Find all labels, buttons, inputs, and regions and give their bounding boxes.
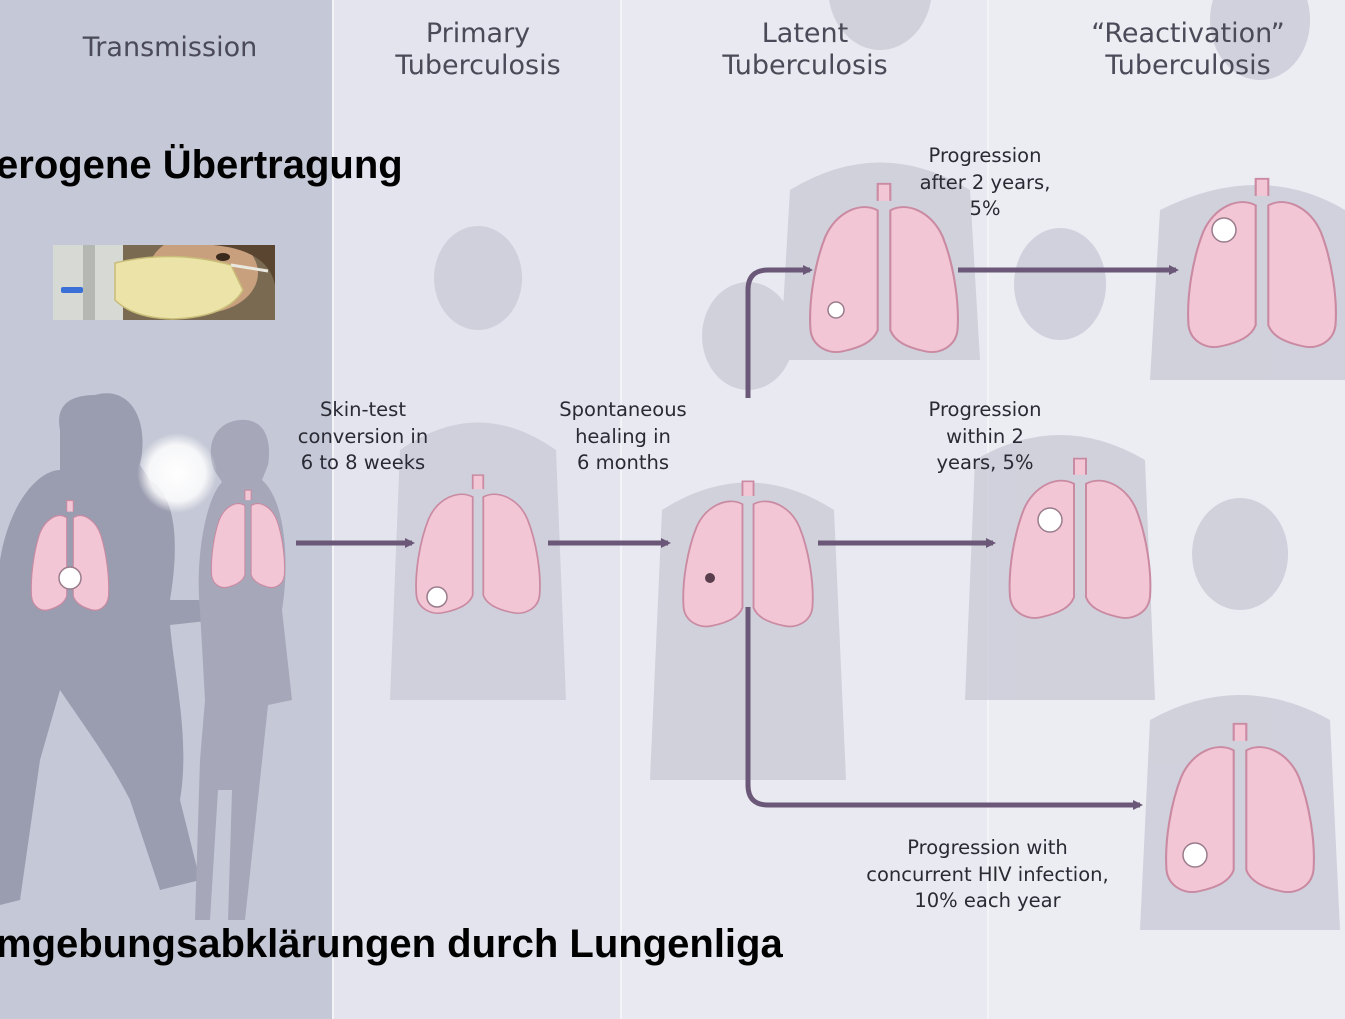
label-line: Spontaneous — [533, 397, 713, 424]
label-line: after 2 years, — [895, 170, 1075, 197]
mask-photo-image — [53, 245, 275, 320]
label-line: concurrent HIV infection, — [840, 862, 1135, 889]
lesion-reactivation-bottom — [1183, 843, 1207, 867]
healed-lesion-latent — [705, 573, 715, 583]
header-line: Tuberculosis — [695, 50, 915, 82]
label-line: Skin-test — [273, 397, 453, 424]
label-progression-hiv: Progression with concurrent HIV infectio… — [840, 835, 1135, 915]
label-line: Progression — [895, 143, 1075, 170]
label-skin-test: Skin-test conversion in 6 to 8 weeks — [273, 397, 453, 477]
header-latent: Latent Tuberculosis — [695, 18, 915, 82]
header-line: Transmission — [60, 32, 280, 64]
label-line: 5% — [895, 196, 1075, 223]
label-line: conversion in — [273, 424, 453, 451]
label-line: healing in — [533, 424, 713, 451]
header-line: Tuberculosis — [1068, 50, 1308, 82]
label-line: Progression with — [840, 835, 1135, 862]
cough-cloud — [137, 433, 217, 513]
label-spontaneous-healing: Spontaneous healing in 6 months — [533, 397, 713, 477]
label-line: 10% each year — [840, 888, 1135, 915]
label-line: 6 months — [533, 450, 713, 477]
header-reactivation: “Reactivation” Tuberculosis — [1068, 18, 1308, 82]
lesion-adult — [59, 567, 81, 589]
lesion-within2 — [1038, 508, 1062, 532]
label-progression-within-2-years: Progression within 2 years, 5% — [895, 397, 1075, 477]
header-line: Primary — [368, 18, 588, 50]
mask-photo — [53, 245, 275, 320]
lesion-latent-top — [828, 302, 844, 318]
overlay-title-top: erogene Übertragung — [0, 143, 403, 188]
lesion-primary — [427, 587, 447, 607]
label-line: years, 5% — [895, 450, 1075, 477]
label-line: within 2 — [895, 424, 1075, 451]
header-line: Latent — [695, 18, 915, 50]
header-line: “Reactivation” — [1068, 18, 1308, 50]
label-line: 6 to 8 weeks — [273, 450, 453, 477]
header-transmission: Transmission — [60, 32, 280, 64]
header-primary: Primary Tuberculosis — [368, 18, 588, 82]
label-progression-after-2-years: Progression after 2 years, 5% — [895, 143, 1075, 223]
header-line: Tuberculosis — [368, 50, 588, 82]
label-line: Progression — [895, 397, 1075, 424]
lesion-reactivation-top — [1212, 218, 1236, 242]
overlay-title-bottom: mgebungsabklärungen durch Lungenliga — [0, 922, 783, 967]
